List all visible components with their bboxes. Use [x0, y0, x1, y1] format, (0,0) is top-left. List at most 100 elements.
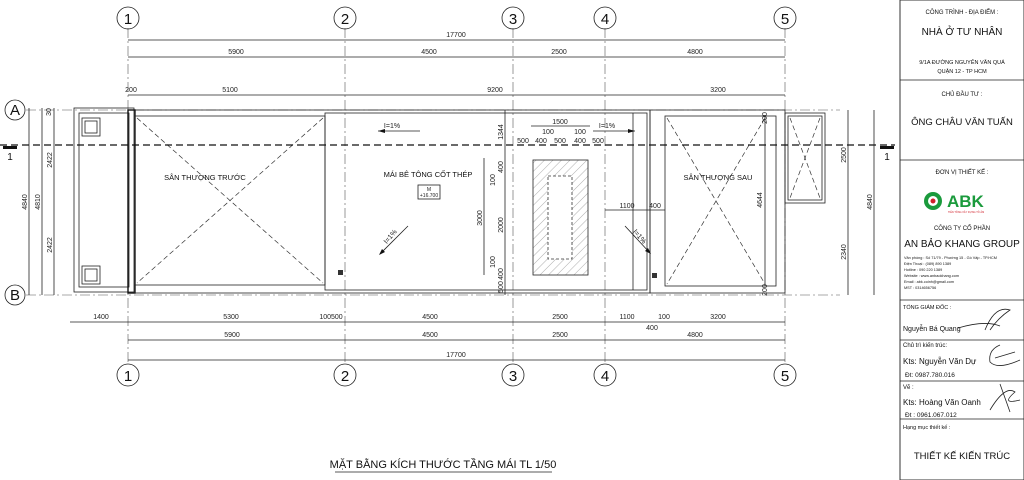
svg-text:CÔNG TY CỔ PHẦN: CÔNG TY CỔ PHẦN — [934, 225, 990, 232]
svg-text:9/1A ĐƯỜNG NGUYỄN VĂN QUÁ: 9/1A ĐƯỜNG NGUYỄN VĂN QUÁ — [919, 59, 1005, 66]
svg-text:2500: 2500 — [552, 314, 568, 321]
svg-text:5: 5 — [781, 11, 789, 28]
svg-text:3: 3 — [509, 11, 517, 28]
svg-text:Kts: Hoàng Văn Oanh: Kts: Hoàng Văn Oanh — [903, 398, 981, 407]
svg-text:2000: 2000 — [498, 217, 505, 233]
svg-text:2: 2 — [341, 368, 349, 385]
signature-drafter — [989, 383, 1021, 413]
svg-text:2500: 2500 — [841, 147, 848, 163]
svg-text:500: 500 — [517, 138, 529, 145]
svg-text:100: 100 — [658, 314, 670, 321]
svg-text:Chủ trì kiến trúc:: Chủ trì kiến trúc: — [903, 342, 947, 349]
svg-text:2422: 2422 — [47, 152, 54, 168]
svg-text:Hạng mục thiết kế :: Hạng mục thiết kế : — [903, 425, 951, 431]
svg-text:30: 30 — [46, 108, 53, 116]
svg-text:1100: 1100 — [619, 314, 634, 321]
dimension-lines — [28, 39, 875, 361]
svg-text:Đt: 0987.780.016: Đt: 0987.780.016 — [905, 372, 955, 379]
svg-text:M: M — [427, 187, 431, 193]
roof-opening — [532, 159, 589, 276]
svg-text:400: 400 — [649, 203, 661, 210]
signature-director — [957, 308, 1011, 331]
svg-text:3: 3 — [509, 368, 517, 385]
svg-text:4500: 4500 — [421, 49, 437, 56]
svg-text:Văn phòng : Số 71/79 - Phường: Văn phòng : Số 71/79 - Phường 15 - Gò Vấ… — [904, 256, 997, 260]
svg-text:4: 4 — [601, 368, 609, 385]
svg-text:400: 400 — [498, 268, 505, 280]
svg-text:4840: 4840 — [867, 194, 874, 210]
svg-text:17700: 17700 — [446, 352, 466, 359]
grid-bubbles: 11 22 33 44 55 A B — [4, 6, 797, 387]
svg-text:400: 400 — [574, 138, 586, 145]
svg-text:9200: 9200 — [487, 87, 503, 94]
svg-text:100: 100 — [490, 256, 497, 268]
svg-text:4840: 4840 — [22, 194, 29, 210]
svg-text:100500: 100500 — [319, 314, 342, 321]
svg-text:CÔNG TRÌNH - ĐỊA ĐIỂM :: CÔNG TRÌNH - ĐỊA ĐIỂM : — [926, 9, 999, 16]
project-name: NHÀ Ở TƯ NHÂN — [922, 25, 1003, 38]
room-labels: SÂN THƯỢNG TRƯỚC SÂN THƯỢNG SAU MÁI BÊ T… — [164, 169, 753, 200]
svg-text:1400: 1400 — [93, 314, 109, 321]
title-block: CÔNG TRÌNH - ĐỊA ĐIỂM : NHÀ Ở TƯ NHÂN 9/… — [899, 0, 1024, 480]
svg-text:4: 4 — [601, 11, 609, 28]
svg-text:4500: 4500 — [422, 332, 438, 339]
svg-text:3200: 3200 — [710, 314, 726, 321]
svg-text:400: 400 — [498, 161, 505, 173]
svg-text:5900: 5900 — [228, 49, 244, 56]
svg-text:500: 500 — [554, 138, 566, 145]
side-dimensions: 30 2422 2422 4810 4840 2500 2340 4840 — [22, 108, 874, 260]
svg-text:Điện Thoại : (089) 890 1389: Điện Thoại : (089) 890 1389 — [904, 262, 951, 266]
svg-text:3000: 3000 — [477, 210, 484, 226]
svg-text:1344: 1344 — [498, 124, 505, 140]
svg-text:2: 2 — [341, 11, 349, 28]
svg-text:Kts: Nguyễn Văn Dự: Kts: Nguyễn Văn Dự — [903, 357, 977, 366]
svg-text:I=1%: I=1% — [631, 229, 647, 246]
grid-bubble-4: 44 — [593, 6, 617, 387]
owner-name: ÔNG CHÂU VĂN TUẤN — [911, 117, 1013, 128]
section-line: 1 1 — [0, 144, 895, 163]
top-dimensions: 17700 5900 4500 2500 4800 200 5100 9200 … — [125, 32, 726, 94]
svg-text:100: 100 — [574, 129, 586, 136]
svg-text:3200: 3200 — [710, 87, 726, 94]
svg-text:5100: 5100 — [222, 87, 238, 94]
signature-architect — [989, 344, 1021, 366]
svg-text:4810: 4810 — [35, 194, 42, 210]
svg-text:Website : www.anbaokhang.com: Website : www.anbaokhang.com — [904, 274, 959, 278]
svg-text:400: 400 — [535, 138, 547, 145]
grid-bubble-5: 55 — [773, 6, 797, 387]
drawing-title: MẶT BẰNG KÍCH THƯỚC TẦNG MÁI TL 1/50 — [330, 458, 557, 471]
svg-text:5900: 5900 — [224, 332, 240, 339]
svg-text:ABK: ABK — [947, 192, 985, 211]
svg-text:CHỦ ĐẦU TƯ :: CHỦ ĐẦU TƯ : — [941, 91, 982, 98]
svg-text:AN BẢO KHANG GROUP: AN BẢO KHANG GROUP — [904, 237, 1020, 250]
svg-text:5300: 5300 — [223, 314, 239, 321]
svg-text:1500: 1500 — [552, 119, 568, 126]
grid-bubble-3: 33 — [501, 6, 525, 387]
grid-bubble-A: A — [4, 99, 26, 121]
svg-text:200: 200 — [762, 112, 769, 124]
svg-text:B: B — [10, 287, 20, 304]
svg-text:I=1%: I=1% — [384, 123, 400, 130]
slope-arrows: I=1% I=1% I=1% I=1% — [378, 123, 651, 255]
building-outline — [73, 107, 826, 294]
svg-text:500: 500 — [592, 138, 604, 145]
svg-text:1: 1 — [124, 368, 132, 385]
label-front-terrace: SÂN THƯỢNG TRƯỚC — [164, 173, 246, 182]
svg-text:MST : 0314656756: MST : 0314656756 — [904, 286, 936, 290]
svg-text:4644: 4644 — [757, 192, 764, 208]
grid-bubble-1: 11 — [116, 6, 140, 387]
svg-text:I=1%: I=1% — [599, 123, 615, 130]
svg-text:A: A — [10, 102, 20, 119]
svg-text:2500: 2500 — [552, 332, 568, 339]
design-category: THIẾT KẾ KIẾN TRÚC — [914, 451, 1010, 462]
label-rear-terrace: SÂN THƯỢNG SAU — [684, 173, 753, 182]
svg-text:Vẽ :: Vẽ : — [903, 385, 914, 391]
svg-text:17700: 17700 — [446, 32, 466, 39]
svg-text:Email : abk.coinh@gmail.com: Email : abk.coinh@gmail.com — [904, 280, 954, 284]
svg-text:Đt : 0961.067.012: Đt : 0961.067.012 — [905, 412, 957, 419]
svg-text:+16.700: +16.700 — [420, 193, 438, 199]
svg-text:1: 1 — [884, 152, 890, 163]
svg-text:TIÊN TÔNG XÂY DỰNG TỔ ẤM: TIÊN TÔNG XÂY DỰNG TỔ ẤM — [948, 211, 984, 214]
svg-text:100: 100 — [490, 174, 497, 186]
